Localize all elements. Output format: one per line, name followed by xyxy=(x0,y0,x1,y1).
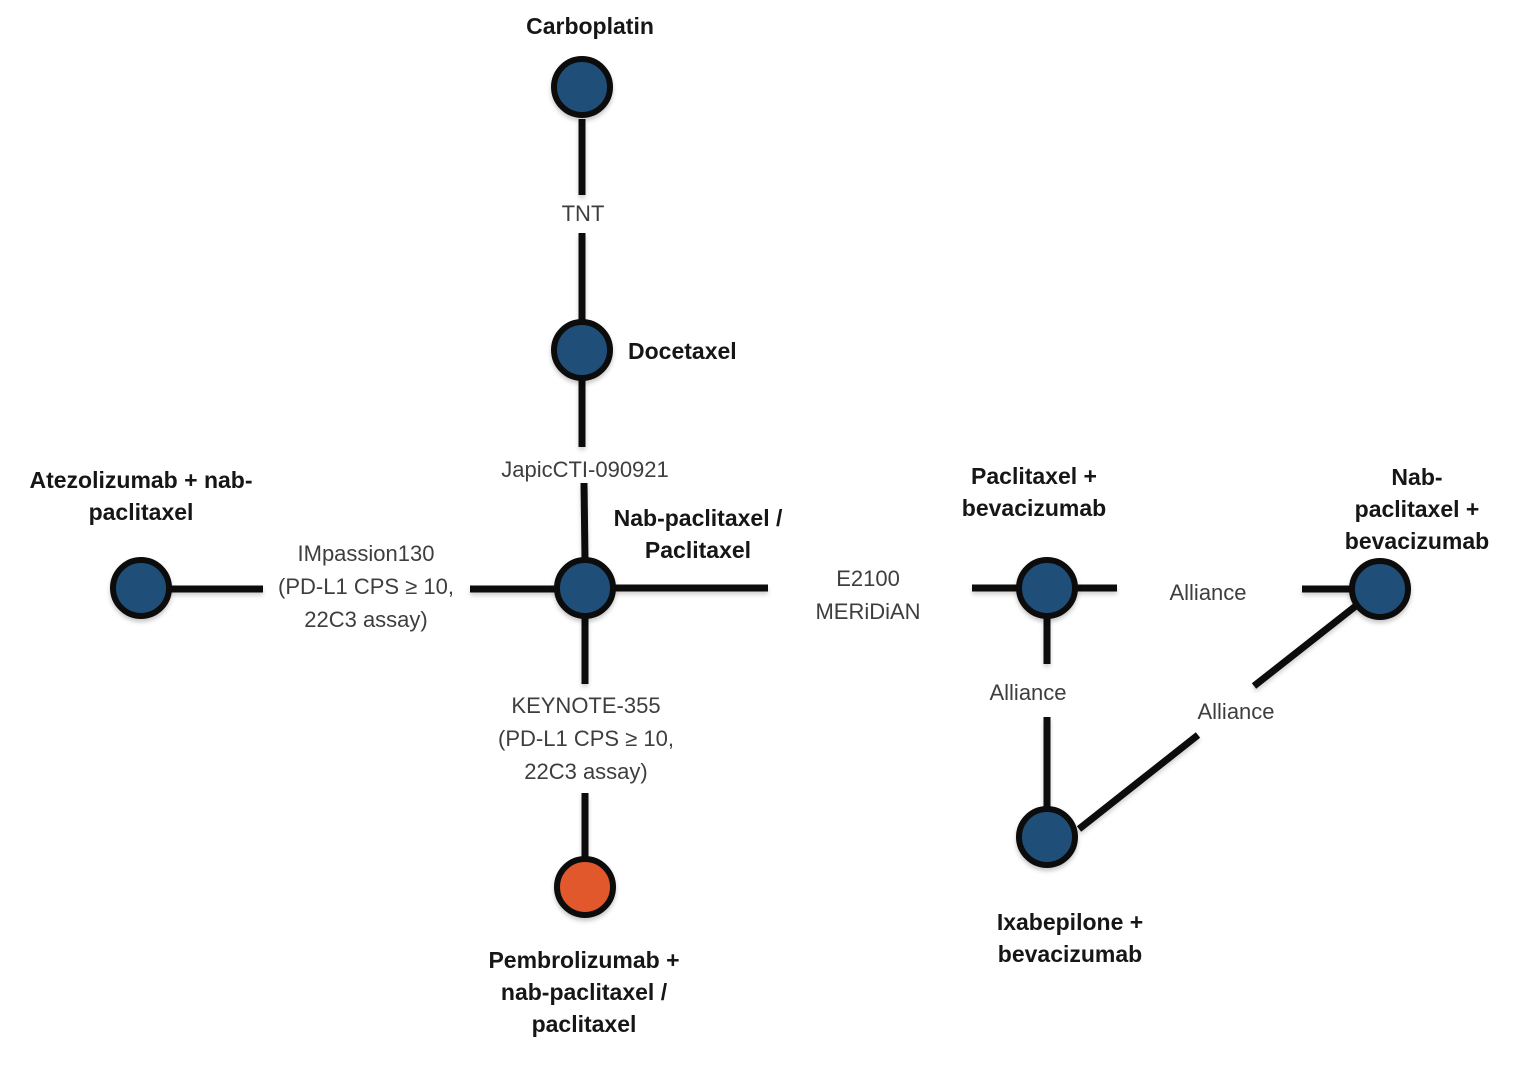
edge-label-alliance-diagonal: Alliance xyxy=(1197,699,1275,724)
edge-label-e2100-meridian: E2100 MERiDiAN xyxy=(815,566,921,624)
edge-label-impassion130: IMpassion130 (PD-L1 CPS ≥ 10, 22C3 assay… xyxy=(278,541,454,632)
node-label-pembrolizumab-nab-paclitaxel-paclitaxel: Pembrolizumab + nab-paclitaxel / paclita… xyxy=(488,947,680,1037)
node-label-nab-paclitaxel-paclitaxel: Nab-paclitaxel / Paclitaxel xyxy=(613,505,783,563)
edge-label-keynote355: KEYNOTE-355 (PD-L1 CPS ≥ 10, 22C3 assay) xyxy=(498,693,674,784)
node-label-atezolizumab-nab-paclitaxel: Atezolizumab + nab- paclitaxel xyxy=(29,467,253,525)
node-nab-paclitaxel-bevacizumab xyxy=(1349,558,1411,620)
node-docetaxel xyxy=(551,319,613,381)
node-label-paclitaxel-bevacizumab: Paclitaxel + bevacizumab xyxy=(961,463,1107,521)
edges xyxy=(170,119,1360,858)
node-paclitaxel-bevacizumab xyxy=(1016,557,1078,619)
node-nab-paclitaxel-paclitaxel xyxy=(554,557,616,619)
node-pembrolizumab-nab-paclitaxel-paclitaxel xyxy=(554,856,616,918)
node-atezolizumab-nab-paclitaxel xyxy=(110,557,172,619)
edge-label-tnt: TNT xyxy=(561,201,605,226)
edge-label-alliance-horizontal: Alliance xyxy=(1169,580,1247,605)
edge-alliance-diagonal-segment-1 xyxy=(1251,602,1360,689)
edge-japiccti-segment-2 xyxy=(580,482,589,560)
edge-label-japiccti: JapicCTI-090921 xyxy=(501,457,669,482)
edge-alliance-diagonal-segment-2 xyxy=(1076,732,1201,832)
node-label-ixabepilone-bevacizumab: Ixabepilone + bevacizumab xyxy=(996,909,1144,967)
node-label-nab-paclitaxel-bevacizumab: Nab-paclitaxel + bevacizumab xyxy=(1344,464,1490,554)
edge-label-alliance-vertical: Alliance xyxy=(989,680,1067,705)
node-label-carboplatin: Carboplatin xyxy=(526,13,654,39)
node-ixabepilone-bevacizumab xyxy=(1016,806,1078,868)
nodes xyxy=(110,56,1411,918)
node-label-docetaxel: Docetaxel xyxy=(628,338,737,364)
node-carboplatin xyxy=(551,56,613,118)
